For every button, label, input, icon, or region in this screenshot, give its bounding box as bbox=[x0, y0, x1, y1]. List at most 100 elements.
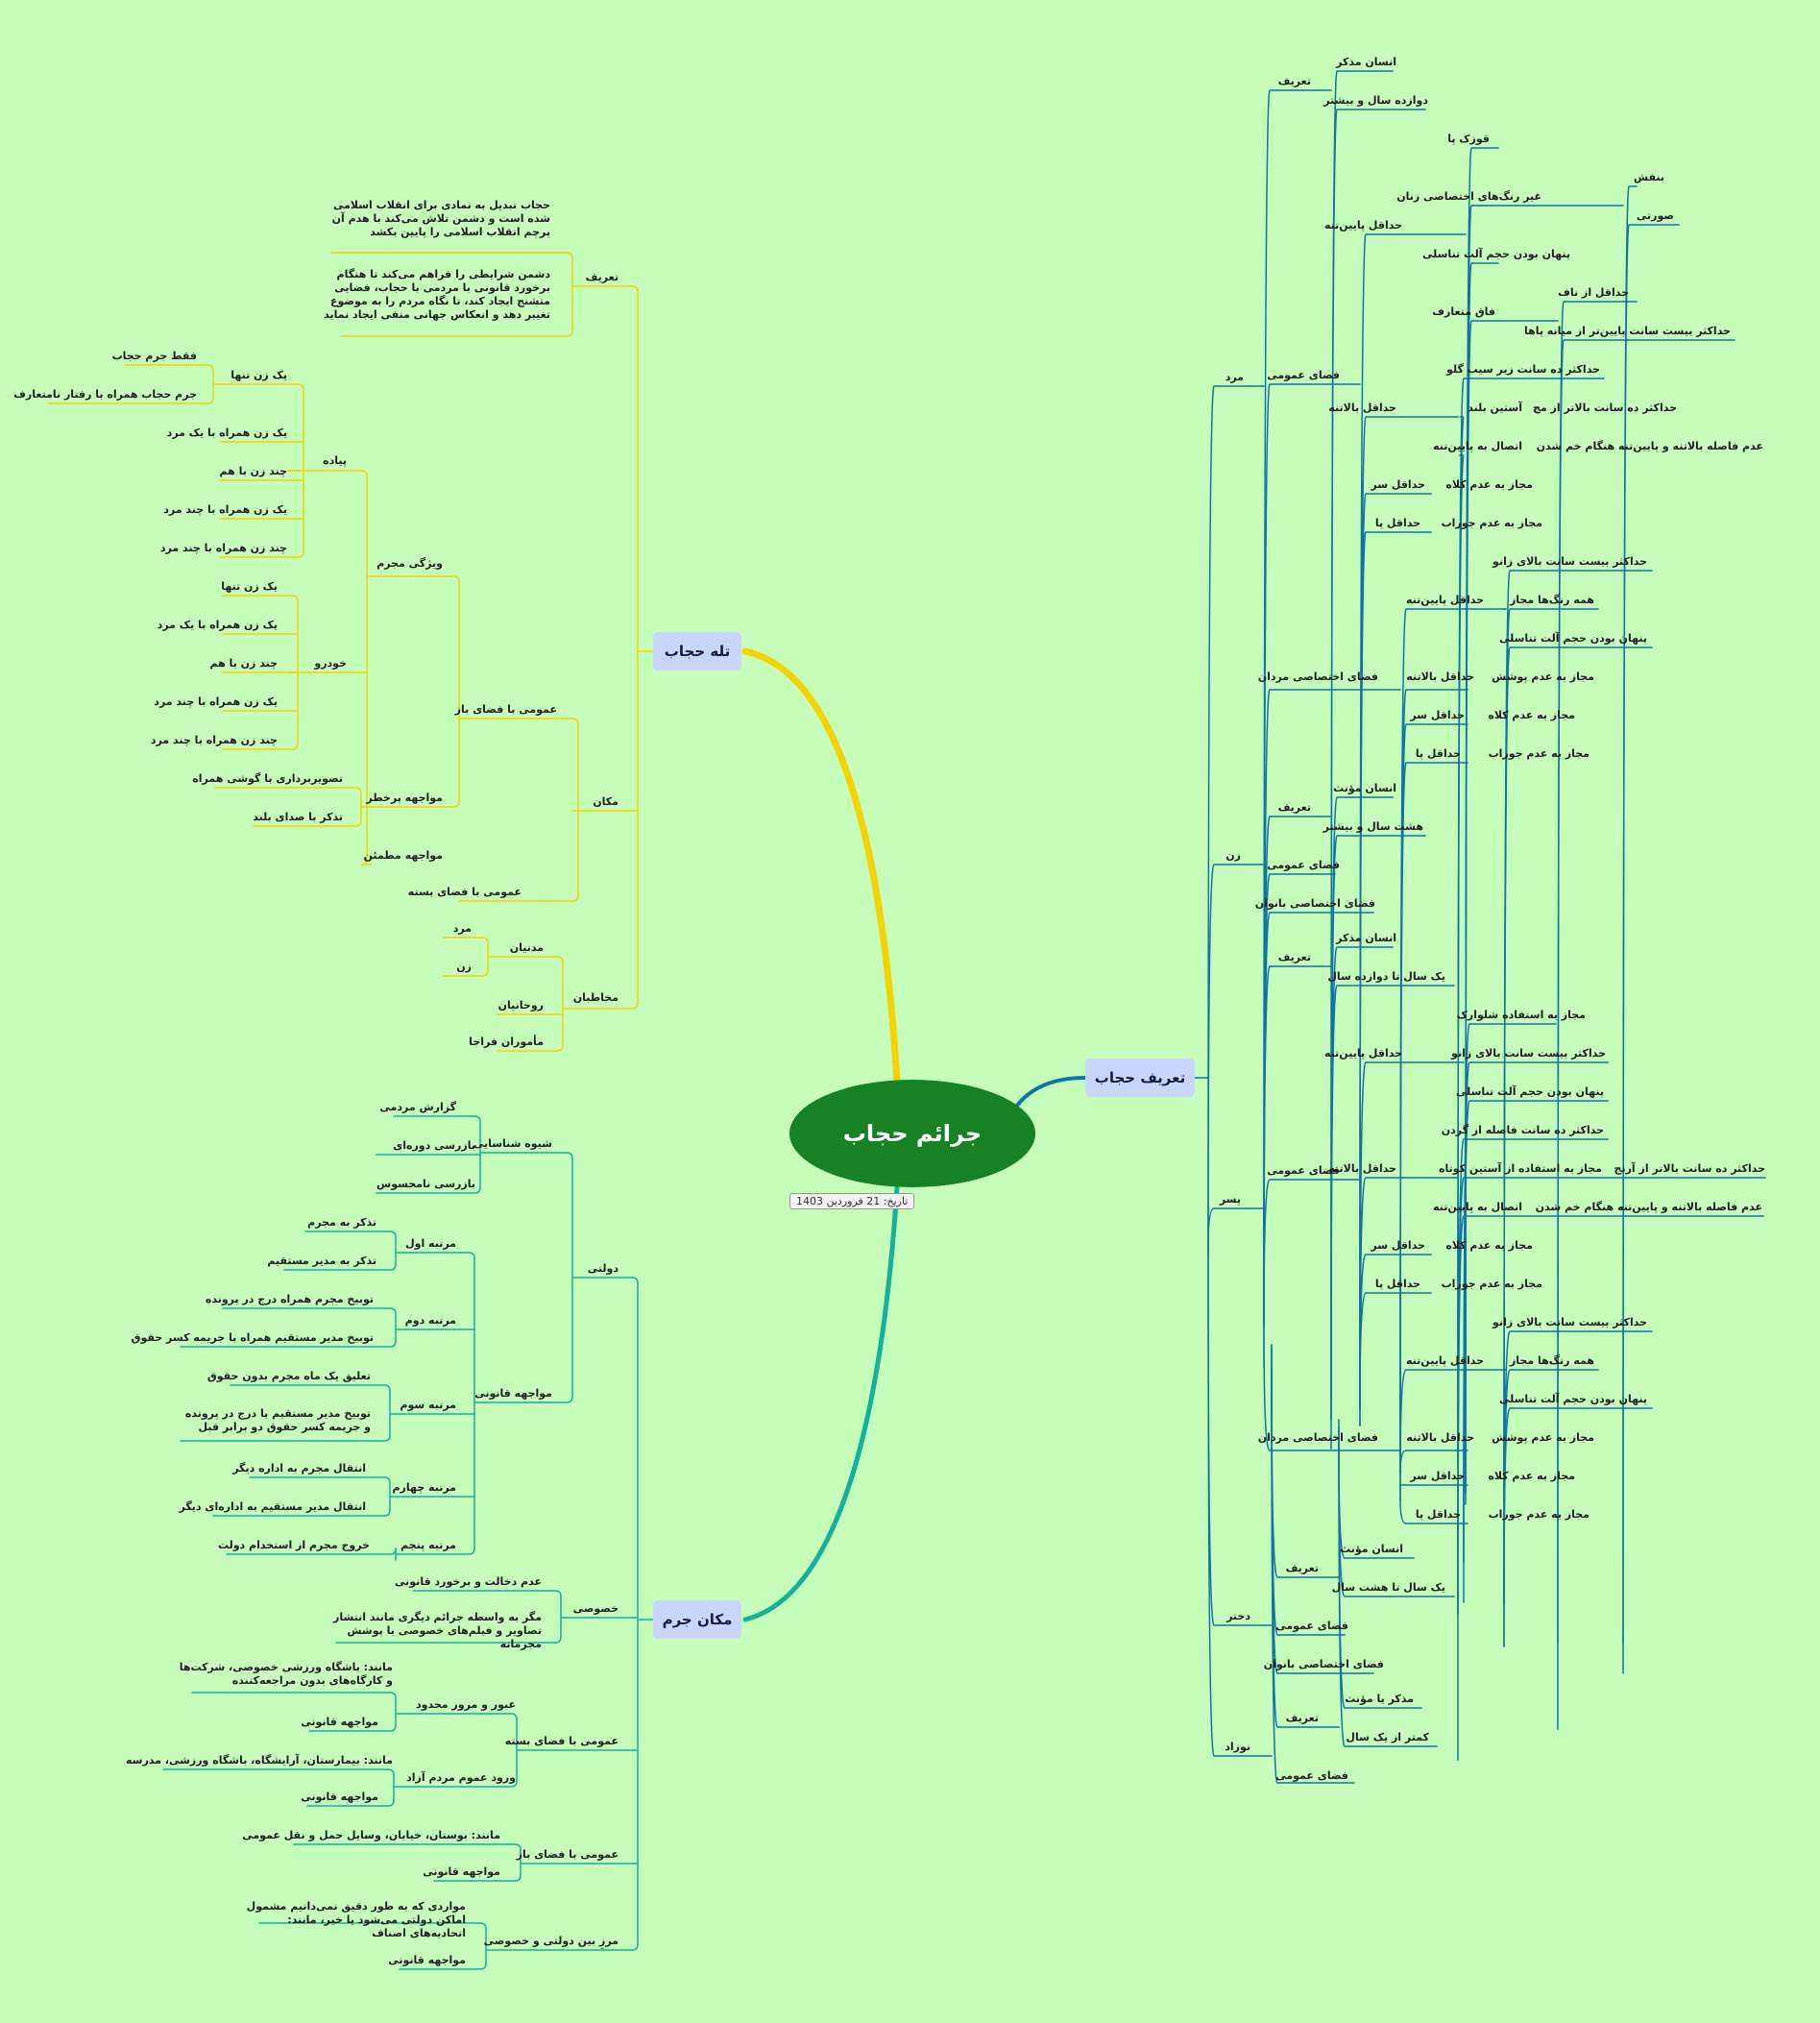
topic-makan-jorm[interactable]: مکان جرم bbox=[653, 1600, 741, 1639]
node-pesar-kolah[interactable]: مجاز به عدم کلاه bbox=[1445, 1239, 1533, 1252]
node-tarif[interactable]: تعریف bbox=[585, 271, 619, 283]
node-zan[interactable]: زن bbox=[456, 961, 472, 973]
node-pesar-payin[interactable]: حداقل پایین‌تنه bbox=[1324, 1047, 1402, 1060]
node-mard-e-pa[interactable]: حداقل پا bbox=[1415, 747, 1461, 760]
node-rotbe-5-a[interactable]: خروج مجرم از استخدام دولت bbox=[217, 1539, 370, 1551]
node-piyadeh-4[interactable]: چند زن همراه با چند مرد bbox=[159, 542, 287, 554]
node-mard-e-bala[interactable]: حداقل بالاتنه bbox=[1406, 670, 1474, 683]
node-zan-t2[interactable]: هشت سال و بیشتر bbox=[1323, 820, 1423, 833]
node-mard-ekhtesasi[interactable]: فضای اختصاصی مردان bbox=[1257, 670, 1378, 683]
node-kamar[interactable]: حداکثر بیست سانت پایین‌تر از میانه پاها bbox=[1523, 325, 1731, 337]
node-pesar-e-pa[interactable]: حداقل پا bbox=[1415, 1508, 1461, 1521]
node-khodro-0[interactable]: یک زن تنها bbox=[221, 580, 278, 593]
node-oboor[interactable]: عبور و مرور محدود bbox=[416, 1698, 516, 1711]
node-shive-2[interactable]: بازرسی دوره‌ای bbox=[393, 1139, 475, 1152]
node-rotbe-2[interactable]: مرتبه دوم bbox=[404, 1314, 456, 1327]
node-shive-3[interactable]: بازرسی نامحسوس bbox=[376, 1178, 475, 1190]
node-zan-tarif[interactable]: تعریف bbox=[1277, 801, 1311, 814]
node-nozad-tarif[interactable]: تعریف bbox=[1285, 1712, 1319, 1724]
node-banafsh[interactable]: بنفش bbox=[1633, 171, 1664, 183]
node-zan-t1[interactable]: انسان مؤنث bbox=[1333, 782, 1396, 794]
topic-tale-hejab[interactable]: تله حجاب bbox=[653, 632, 741, 670]
node-mard-e-zanu[interactable]: حداکثر بیست سانت بالای زانو bbox=[1492, 555, 1647, 568]
node-pesar-e-payin[interactable]: حداقل پایین‌تنه bbox=[1406, 1354, 1484, 1367]
node-astin[interactable]: آستین بلند bbox=[1468, 402, 1522, 414]
node-mard-root[interactable]: مرد bbox=[1225, 371, 1244, 383]
node-zan-omoomi[interactable]: فضای عمومی bbox=[1267, 859, 1340, 871]
node-tasvir[interactable]: تصویربرداری با گوشی همراه bbox=[192, 772, 343, 785]
node-omoomi-baz[interactable]: عمومی با فضای باز bbox=[454, 703, 557, 716]
node-tarif-b[interactable]: دشمن شرایطی را فراهم می‌کند تا هنگام برخ… bbox=[324, 268, 550, 321]
node-motmaen[interactable]: مواجهه مطمئن bbox=[363, 849, 443, 862]
node-dokhtar-t1[interactable]: انسان مؤنث bbox=[1340, 1543, 1403, 1555]
node-mard-e-payin[interactable]: حداقل پایین‌تنه bbox=[1406, 594, 1484, 606]
node-yek-zan-tanha[interactable]: یک زن تنها bbox=[231, 369, 287, 381]
node-rotbe-3-b[interactable]: توبیخ مدیر مستقیم با درج در پرونده و جری… bbox=[184, 1407, 371, 1433]
node-fozak[interactable]: قوزک پا bbox=[1447, 133, 1490, 145]
node-rotbe-4-b[interactable]: انتقال مدیر مستقیم به اداره‌ای دیگر bbox=[179, 1500, 366, 1513]
node-omoomi-baz-m[interactable]: عمومی با فضای باز bbox=[516, 1848, 619, 1861]
node-mokhatab[interactable]: مخاطبان bbox=[572, 991, 619, 1004]
node-mard-t2[interactable]: دوازده سال و بیشتر bbox=[1323, 94, 1428, 107]
node-rotbe-2-b[interactable]: توبیخ مدیر مستقیم همراه با جریمه کسر حقو… bbox=[131, 1331, 374, 1344]
node-mard-payin[interactable]: حداقل پایین‌تنه bbox=[1324, 219, 1402, 232]
node-tarif-a[interactable]: حجاب تبدیل به نمادی برای انقلاب اسلامی ش… bbox=[331, 199, 550, 238]
node-mard-kolah[interactable]: مجاز به عدم کلاه bbox=[1445, 478, 1533, 491]
node-piyadeh-1[interactable]: یک زن همراه با یک مرد bbox=[166, 427, 287, 439]
node-khosoosi-b[interactable]: مگر به واسطه جرائم دیگری مانند انتشار تص… bbox=[333, 1611, 542, 1650]
node-pesar-e-jorab[interactable]: مجاز به عدم جوراب bbox=[1488, 1508, 1589, 1521]
node-rotbe-3-a[interactable]: تعلیق یک ماه مجرم بدون حقوق bbox=[206, 1370, 371, 1382]
node-mard-e-rang[interactable]: همه رنگ‌ها مجاز bbox=[1509, 594, 1594, 606]
node-pesar-t1[interactable]: انسان مذکر bbox=[1336, 932, 1396, 944]
node-mard-sar[interactable]: حداقل سر bbox=[1371, 478, 1425, 491]
node-omoomi-baste-m[interactable]: عمومی با فضای بسته bbox=[504, 1735, 619, 1747]
node-mard-e-poosh[interactable]: مجاز به عدم پوشش bbox=[1492, 670, 1594, 683]
node-faghat-jorm[interactable]: فقط جرم حجاب bbox=[111, 350, 197, 362]
node-pesar-jorab[interactable]: مجاز به عدم جوراب bbox=[1441, 1278, 1542, 1290]
node-pesar-e-bala[interactable]: حداقل بالاتنه bbox=[1406, 1431, 1474, 1444]
node-rotbe-5[interactable]: مرتبه پنجم bbox=[400, 1539, 456, 1551]
node-pesar-fasele[interactable]: عدم فاصله بالاتنه و پایین‌تنه هنگام خم ش… bbox=[1535, 1201, 1762, 1213]
node-oboor-mavajehe[interactable]: مواجهه قانونی bbox=[301, 1716, 378, 1728]
node-baz-mavajehe[interactable]: مواجهه قانونی bbox=[423, 1865, 500, 1878]
node-pesar-e-poosh[interactable]: مجاز به عدم پوشش bbox=[1492, 1431, 1594, 1444]
node-baz-example[interactable]: مانند: بوستان، خیابان، وسایل حمل و نقل ع… bbox=[242, 1829, 500, 1841]
node-pesar-penhan[interactable]: پنهان بودن حجم آلت تناسلی bbox=[1456, 1085, 1604, 1098]
node-mard-pa[interactable]: حداقل پا bbox=[1374, 517, 1420, 529]
node-pesar-t2[interactable]: یک سال تا دوازده سال bbox=[1327, 970, 1445, 983]
node-pesar-e-penhan[interactable]: پنهان بودن حجم آلت تناسلی bbox=[1499, 1393, 1647, 1405]
topic-tarif-hejab[interactable]: تعریف حجاب bbox=[1085, 1059, 1195, 1097]
node-soorati[interactable]: صورتی bbox=[1636, 209, 1674, 222]
node-porkhatar[interactable]: مواجهه پرخطر bbox=[366, 792, 443, 804]
node-pesar-sar[interactable]: حداقل سر bbox=[1371, 1239, 1425, 1252]
node-rotbe-1[interactable]: مرتبه اول bbox=[405, 1237, 456, 1250]
node-khodro-3[interactable]: یک زن همراه با چند مرد bbox=[154, 695, 278, 708]
node-madaniyan[interactable]: مدنیان bbox=[509, 941, 544, 954]
node-khosoosi-a[interactable]: عدم دخالت و برخورد قانونی bbox=[395, 1575, 542, 1588]
node-khodro-1[interactable]: یک زن همراه با یک مرد bbox=[157, 619, 278, 631]
node-marz-example[interactable]: مواردی که به طور دقیق نمی‌دانیم مشمول ام… bbox=[246, 1900, 466, 1939]
node-rotbe-1-a[interactable]: تذکر به مجرم bbox=[307, 1216, 376, 1229]
node-moch[interactable]: حداکثر ده سانت بالاتر از مچ bbox=[1532, 402, 1677, 414]
node-rotbe-1-b[interactable]: تذکر به مدیر مستقیم bbox=[267, 1255, 376, 1267]
node-mard-tarif[interactable]: تعریف bbox=[1277, 75, 1311, 87]
node-pesar-root[interactable]: پسر bbox=[1219, 1193, 1241, 1206]
node-mard-penhan[interactable]: پنهان بودن حجم آلت تناسلی bbox=[1422, 248, 1570, 260]
node-jorm-raftar[interactable]: جرم حجاب همراه با رفتار نامتعارف bbox=[13, 388, 197, 401]
node-khodro-4[interactable]: چند زن همراه با چند مرد bbox=[150, 734, 278, 746]
node-pesar-e-zanu[interactable]: حداکثر بیست سانت بالای زانو bbox=[1492, 1316, 1647, 1328]
node-khodro-2[interactable]: چند زن با هم bbox=[209, 657, 279, 670]
node-pesar-omoomi[interactable]: فضای عمومی bbox=[1267, 1164, 1340, 1177]
node-oboor-example[interactable]: مانند: باشگاه ورزشی خصوصی، شرکت‌ها و کار… bbox=[179, 1661, 393, 1687]
node-mard-bala[interactable]: حداقل بالاتنه bbox=[1328, 402, 1396, 414]
node-khosoosi[interactable]: خصوصی bbox=[572, 1602, 619, 1615]
node-gardan[interactable]: حداکثر ده سانت فاصله از گردن bbox=[1441, 1124, 1604, 1136]
node-rohaniyan[interactable]: روحانیان bbox=[497, 999, 544, 1012]
node-shive[interactable]: شیوه شناسایی bbox=[473, 1137, 552, 1150]
node-vorood-mavajehe[interactable]: مواجهه قانونی bbox=[301, 1791, 378, 1803]
node-piyadeh-3[interactable]: یک زن همراه با چند مرد bbox=[163, 503, 287, 516]
node-rotbe-4-a[interactable]: انتقال مجرم به اداره دیگر bbox=[232, 1462, 366, 1475]
node-dokhtar-tarif[interactable]: تعریف bbox=[1285, 1562, 1319, 1574]
node-pesar-ekhtesasi[interactable]: فضای اختصاصی مردان bbox=[1257, 1431, 1378, 1444]
node-rotbe-3[interactable]: مرتبه سوم bbox=[400, 1399, 456, 1411]
